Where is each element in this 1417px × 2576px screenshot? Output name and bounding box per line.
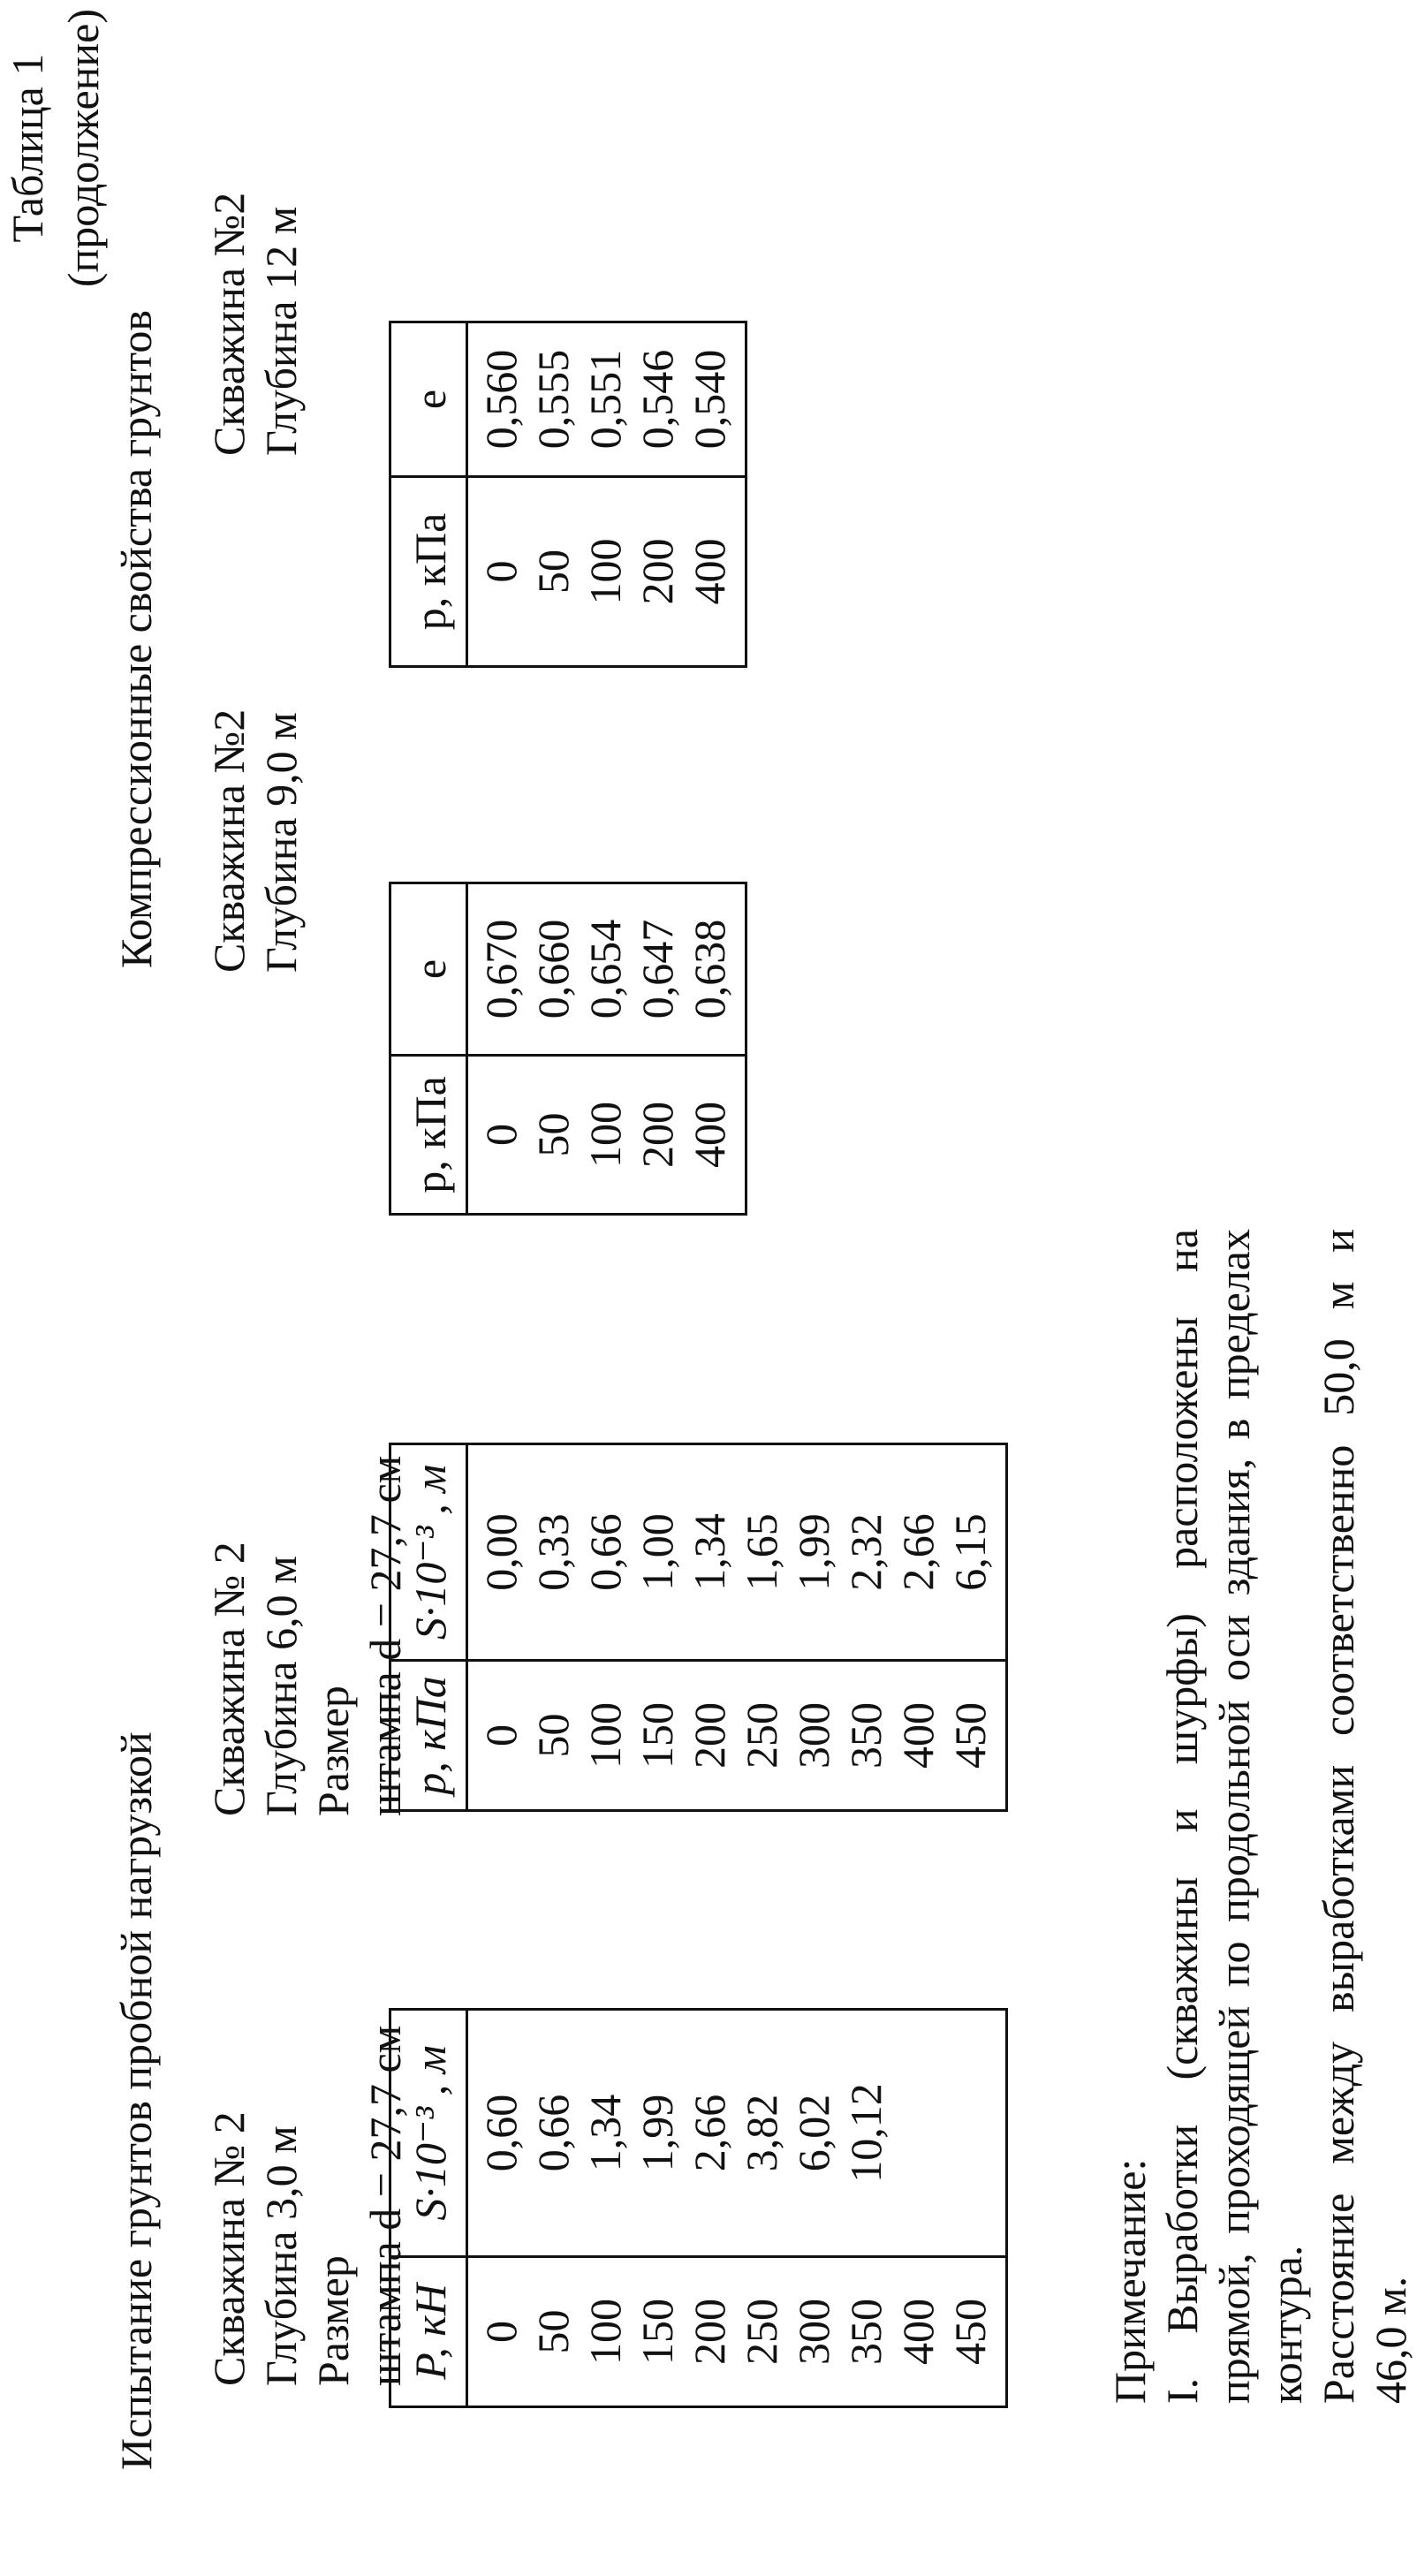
load-test-well2-info: Скважина № 2 Глубина 6,0 м Размер штампа…	[203, 1456, 412, 1816]
col-header-settlement: S·10⁻³ , м	[390, 1443, 467, 1661]
table-row: 400	[892, 2009, 944, 2407]
comp-well1-name: Скважина №2	[204, 708, 254, 973]
compression-title: Компрессионные свойства грунтов	[111, 310, 161, 968]
col-header-settlement: S·10⁻³ , м	[390, 2009, 467, 2257]
col-header-pressure: p, кПа	[390, 1055, 467, 1215]
table-continued: (продолжение)	[57, 9, 108, 288]
load-test-well1-info: Скважина № 2 Глубина 3,0 м Размер штампа…	[203, 2026, 412, 2386]
col-header-pressure: p, кПа	[390, 476, 467, 667]
table-row: 450	[944, 2009, 1007, 2407]
compression-well2-info: Скважина №2 Глубина 12 м	[203, 193, 307, 456]
well1-name: Скважина № 2	[204, 2111, 254, 2386]
footnote: Примечание: I. Выработки (скважины и шур…	[1104, 1229, 1417, 2404]
comp-well2-depth: Глубина 12 м	[256, 206, 306, 456]
note-line: Расстояние между выработками соответстве…	[1314, 1229, 1363, 2404]
note-line: I. Выработки (скважины и шурфы) располож…	[1157, 1229, 1207, 2404]
col-header-void-ratio: e	[390, 883, 467, 1056]
note-line: прямой, проходящей по продольной оси зда…	[1209, 1229, 1259, 2404]
table-caption: Таблица 1 (продолжение)	[0, 9, 110, 287]
table-number: Таблица 1	[3, 53, 52, 243]
note-line: 46,0 м.	[1366, 2276, 1415, 2404]
col-header-pressure: p, кПа	[390, 1660, 467, 1811]
col-header-load: P, кН	[390, 2256, 467, 2407]
comp-well2-name: Скважина №2	[204, 192, 254, 456]
well1-size: Размер	[308, 2255, 358, 2386]
compression-well1-info: Скважина №2 Глубина 9,0 м	[203, 709, 307, 973]
well2-name: Скважина № 2	[204, 1542, 254, 1816]
well2-depth: Глубина 6,0 м	[256, 1556, 306, 1816]
load-test-title: Испытание грунтов пробной нагрузкой	[111, 1731, 161, 2470]
well2-size: Размер	[308, 1686, 358, 1816]
well1-depth: Глубина 3,0 м	[256, 2125, 306, 2386]
comp-well1-depth: Глубина 9,0 м	[256, 712, 306, 973]
note-line: контура.	[1262, 2245, 1311, 2404]
note-title: Примечание:	[1105, 2158, 1155, 2404]
col-header-void-ratio: e	[390, 322, 467, 477]
